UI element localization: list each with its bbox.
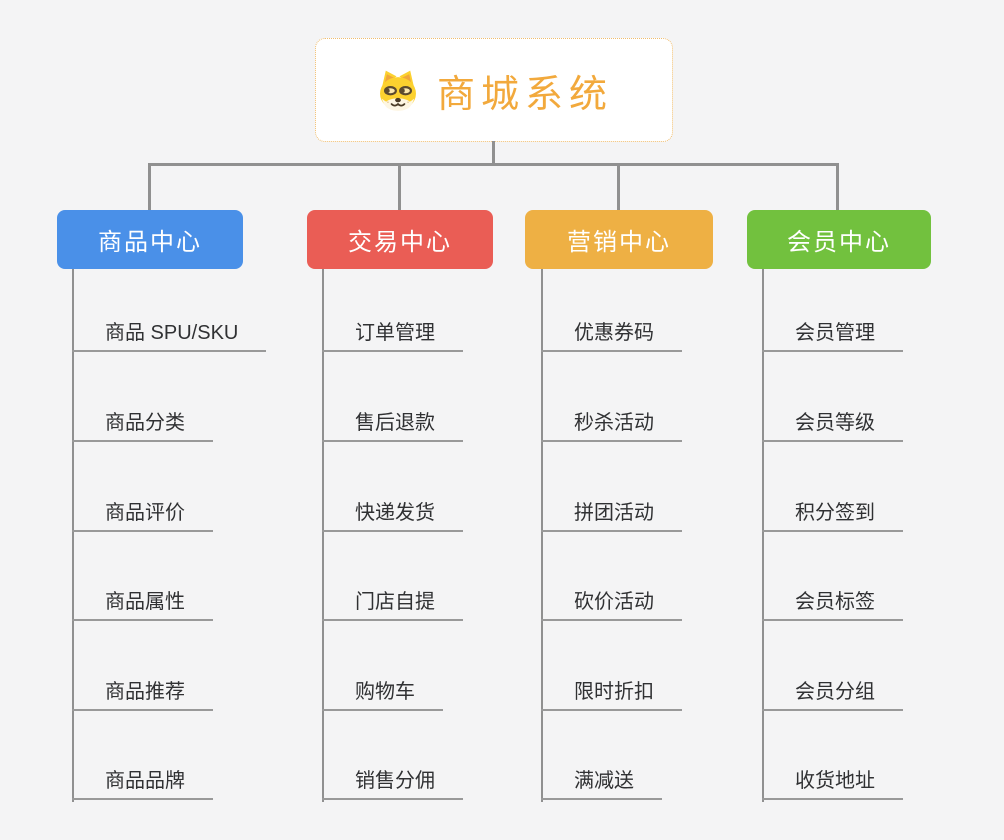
leaf-node[interactable]: 商品属性 <box>72 585 213 621</box>
branch-label: 商品中心 <box>98 229 202 256</box>
leaf-node[interactable]: 会员等级 <box>762 406 903 442</box>
branch-label: 交易中心 <box>348 229 452 256</box>
root-node[interactable]: 商城系统 <box>315 38 673 142</box>
connector-drop-marketing <box>617 163 620 210</box>
leaf-node[interactable]: 销售分佣 <box>322 764 463 800</box>
leaf-node[interactable]: 会员标签 <box>762 585 903 621</box>
leaf-node[interactable]: 限时折扣 <box>541 675 682 711</box>
leaf-node[interactable]: 秒杀活动 <box>541 406 682 442</box>
leaf-node[interactable]: 砍价活动 <box>541 585 682 621</box>
leaf-node[interactable]: 商品评价 <box>72 496 213 532</box>
leaf-node[interactable]: 积分签到 <box>762 496 903 532</box>
leaf-node[interactable]: 优惠券码 <box>541 316 682 352</box>
shiba-dog-icon <box>375 67 421 113</box>
connector-drop-trade <box>398 163 401 210</box>
branch-node-product-center[interactable]: 商品中心 <box>57 210 243 269</box>
leaf-node[interactable]: 商品品牌 <box>72 764 213 800</box>
leaf-node[interactable]: 快递发货 <box>322 496 463 532</box>
leaf-node[interactable]: 满减送 <box>541 764 662 800</box>
branch-label: 营销中心 <box>567 229 671 256</box>
leaf-node[interactable]: 会员管理 <box>762 316 903 352</box>
leaf-node[interactable]: 门店自提 <box>322 585 463 621</box>
connector-drop-product <box>148 163 151 210</box>
leaf-node[interactable]: 售后退款 <box>322 406 463 442</box>
branch-node-member-center[interactable]: 会员中心 <box>747 210 931 269</box>
connector-drop-member <box>836 163 839 210</box>
connector-trunk-marketing <box>541 269 543 802</box>
leaf-node[interactable]: 商品 SPU/SKU <box>72 316 267 352</box>
leaf-node[interactable]: 商品分类 <box>72 406 213 442</box>
connector-trunk-product <box>72 269 74 802</box>
branch-node-trade-center[interactable]: 交易中心 <box>307 210 493 269</box>
leaf-node[interactable]: 购物车 <box>322 675 443 711</box>
connector-horizontal-bus <box>148 163 839 166</box>
root-title: 商城系统 <box>436 73 613 116</box>
branch-node-marketing-center[interactable]: 营销中心 <box>525 210 713 269</box>
branch-label: 会员中心 <box>787 229 891 256</box>
leaf-node[interactable]: 拼团活动 <box>541 496 682 532</box>
connector-trunk-member <box>762 269 764 802</box>
leaf-node[interactable]: 会员分组 <box>762 675 903 711</box>
leaf-node[interactable]: 订单管理 <box>322 316 463 352</box>
connector-trunk-trade <box>322 269 324 802</box>
leaf-node[interactable]: 商品推荐 <box>72 675 213 711</box>
leaf-node[interactable]: 收货地址 <box>762 764 903 800</box>
connector-root-stub <box>492 141 495 165</box>
